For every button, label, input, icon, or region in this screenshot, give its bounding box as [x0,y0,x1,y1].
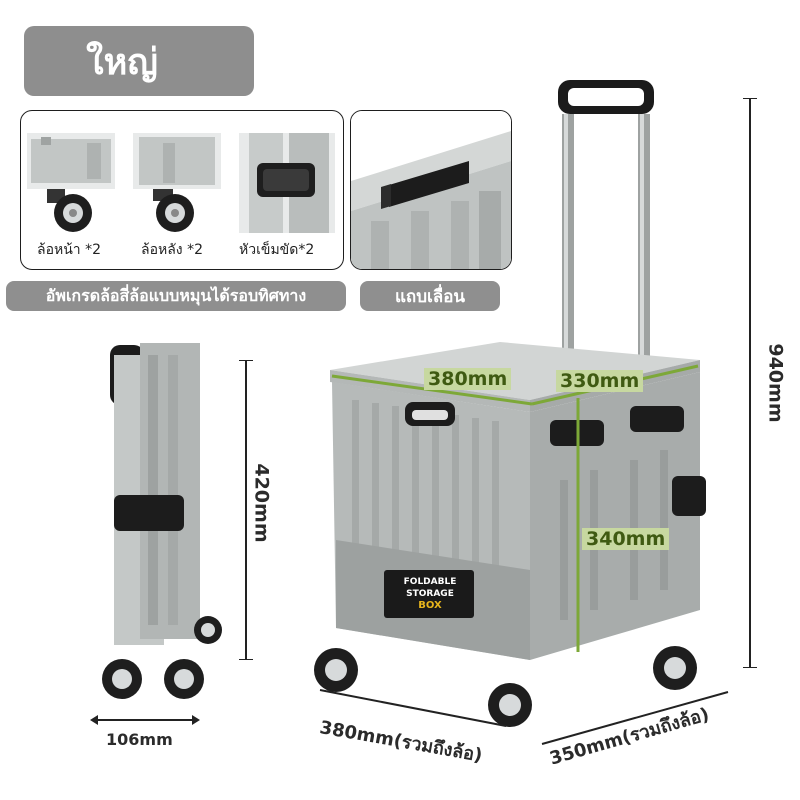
rail-image [351,111,511,269]
width-with-wheels-line [319,689,507,727]
front-wheel-caption: ล้อหน้า *2 [37,242,102,258]
buckle-caption: หัวเข็มขัด*2 [239,242,315,258]
depth-with-wheels-line [541,691,729,745]
lid-depth-label: 330mm [556,370,644,392]
size-badge: ใหญ่ [24,26,254,96]
rail-label: แถบเลื่อน [360,281,500,311]
box-height-label: 340mm [582,528,670,550]
cart-image [314,80,706,727]
front-wheel-image [27,133,115,233]
rear-wheel-image [133,133,221,233]
folded-height-line [239,360,253,660]
folded-width-line [90,715,200,725]
folded-cart-image [102,343,222,699]
box-label-line1: FOLDABLE STORAGE [403,577,457,599]
wheel-detail-panel: ล้อหน้า *2 ล้อหลัง *2 หัวเข็มขัด*2 [20,110,344,270]
total-height-line [743,98,757,668]
total-height-label: 940mm [764,343,787,423]
folded-width-label: 106mm [106,730,173,749]
box-label-line2: BOX [418,600,442,611]
upgrade-wheels-label: อัพเกรดล้อสี่ล้อแบบหมุนได้รอบทิศทาง [6,281,346,311]
lid-width-label: 380mm [424,368,512,390]
rail-detail-panel [350,110,512,270]
box-label: FOLDABLE STORAGE BOX [388,576,472,612]
buckle-image [239,133,335,233]
folded-height-label: 420mm [250,463,273,543]
rear-wheel-caption: ล้อหลัง *2 [141,242,203,258]
size-label: ใหญ่ [86,41,158,83]
